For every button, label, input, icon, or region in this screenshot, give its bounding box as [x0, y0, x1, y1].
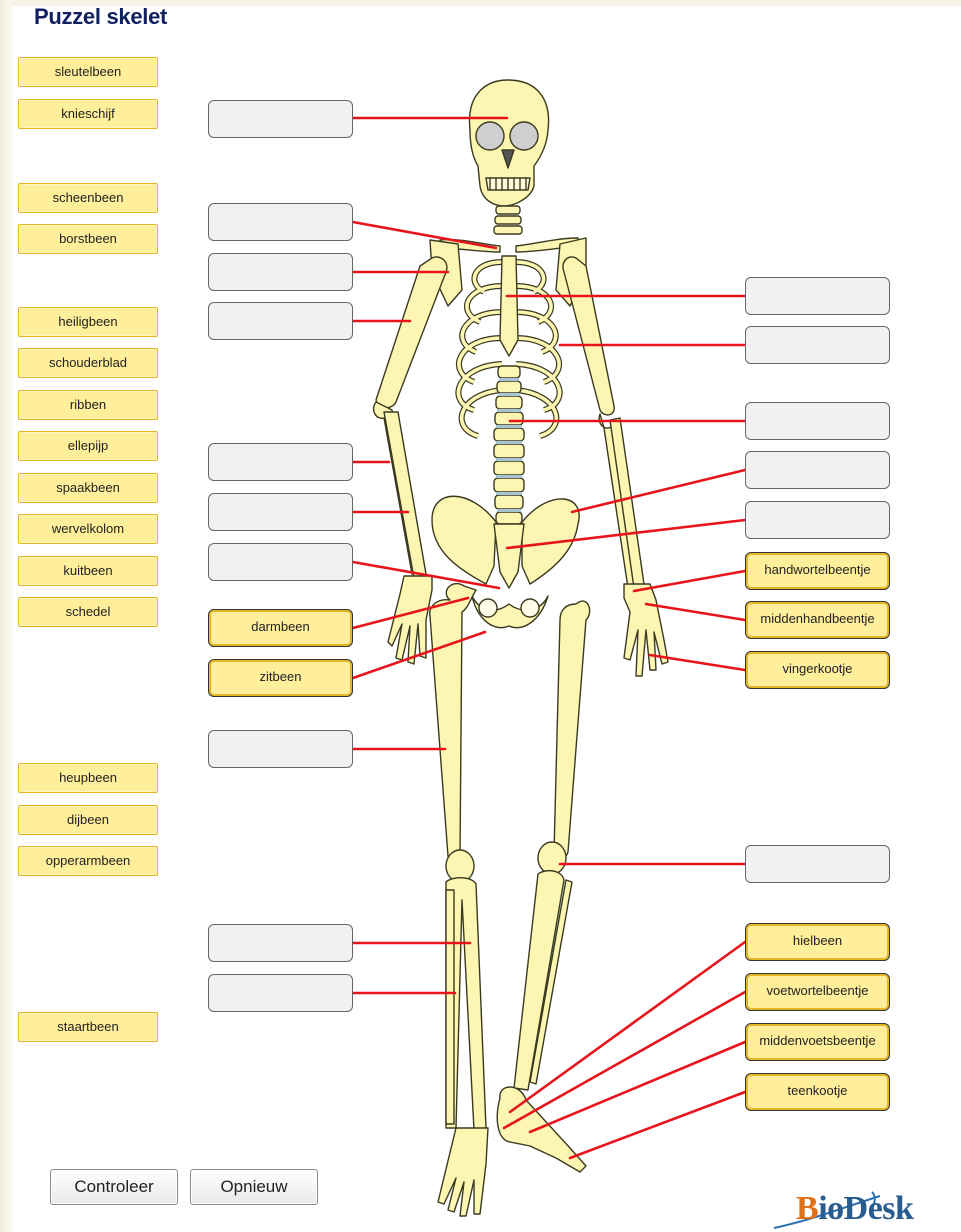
drop-slot-ulna[interactable]: [208, 443, 353, 481]
hand-left: [388, 576, 432, 664]
drop-slot-femur[interactable]: [208, 730, 353, 768]
logo-text: BioDesk: [796, 1190, 913, 1228]
drop-slot-fibula[interactable]: [208, 974, 353, 1012]
foot-right: [497, 1087, 586, 1172]
biodesk-logo: BioDesk: [772, 1190, 957, 1230]
drop-slot-skull[interactable]: [208, 100, 353, 138]
logo-word: ioDesk: [818, 1190, 913, 1227]
hand-right: [624, 584, 668, 676]
drop-slot-filled-vingerkootje[interactable]: vingerkootje: [745, 651, 890, 689]
logo-letter: B: [796, 1190, 818, 1227]
neck-vertebra: [495, 216, 521, 224]
drop-slot-clavicle[interactable]: [208, 203, 353, 241]
leader-line: [530, 1042, 745, 1132]
drop-slot-filled-middenhandbeentje[interactable]: middenhandbeentje: [745, 601, 890, 639]
drop-slot-filled-teenkootje[interactable]: teenkootje: [745, 1073, 890, 1111]
foot-left: [438, 1128, 488, 1216]
eye-socket-left: [476, 122, 504, 150]
check-button[interactable]: Controleer: [50, 1169, 178, 1205]
neck-vertebra: [496, 206, 520, 214]
femur-right: [554, 601, 590, 858]
eye-socket-right: [510, 122, 538, 150]
drop-slot-patella[interactable]: [745, 845, 890, 883]
drop-slot-hip[interactable]: [745, 451, 890, 489]
patella-right: [538, 842, 566, 874]
femur-left: [430, 584, 476, 862]
drop-slot-sternum[interactable]: [745, 277, 890, 315]
humerus-left: [376, 257, 447, 408]
sacrum: [494, 524, 524, 588]
ilium-left: [432, 496, 496, 584]
drop-slot-radius[interactable]: [208, 493, 353, 531]
leader-line: [646, 604, 745, 620]
drop-slot-filled-handwortelbeentje[interactable]: handwortelbeentje: [745, 552, 890, 590]
drop-slot-filled-middenvoetsbeentje[interactable]: middenvoetsbeentje: [745, 1023, 890, 1061]
drop-slot-scapula[interactable]: [208, 253, 353, 291]
leader-line: [634, 571, 745, 591]
leader-line: [570, 1092, 745, 1158]
drop-slot-humerus[interactable]: [208, 302, 353, 340]
humerus-right: [563, 257, 614, 415]
drop-slot-filled-hielbeen[interactable]: hielbeen: [745, 923, 890, 961]
radius-left: [384, 412, 426, 578]
drop-slot-ribs[interactable]: [745, 326, 890, 364]
drop-slot-filled-darmbeen[interactable]: darmbeen: [208, 609, 353, 647]
drop-slot-spine[interactable]: [745, 402, 890, 440]
drop-slot-filled-voetwortelbeentje[interactable]: voetwortelbeentje: [745, 973, 890, 1011]
neck-vertebra: [494, 226, 522, 234]
reset-button[interactable]: Opnieuw: [190, 1169, 318, 1205]
obturator-left: [479, 599, 497, 617]
leader-line: [572, 470, 745, 512]
fibula-left: [446, 890, 454, 1124]
drop-slot-sacrum[interactable]: [745, 501, 890, 539]
drop-slot-coccyx[interactable]: [208, 543, 353, 581]
obturator-right: [521, 599, 539, 617]
drop-slot-filled-zitbeen[interactable]: zitbeen: [208, 659, 353, 697]
drop-slot-tibia[interactable]: [208, 924, 353, 962]
sternum: [500, 256, 518, 356]
leader-line: [353, 222, 496, 248]
